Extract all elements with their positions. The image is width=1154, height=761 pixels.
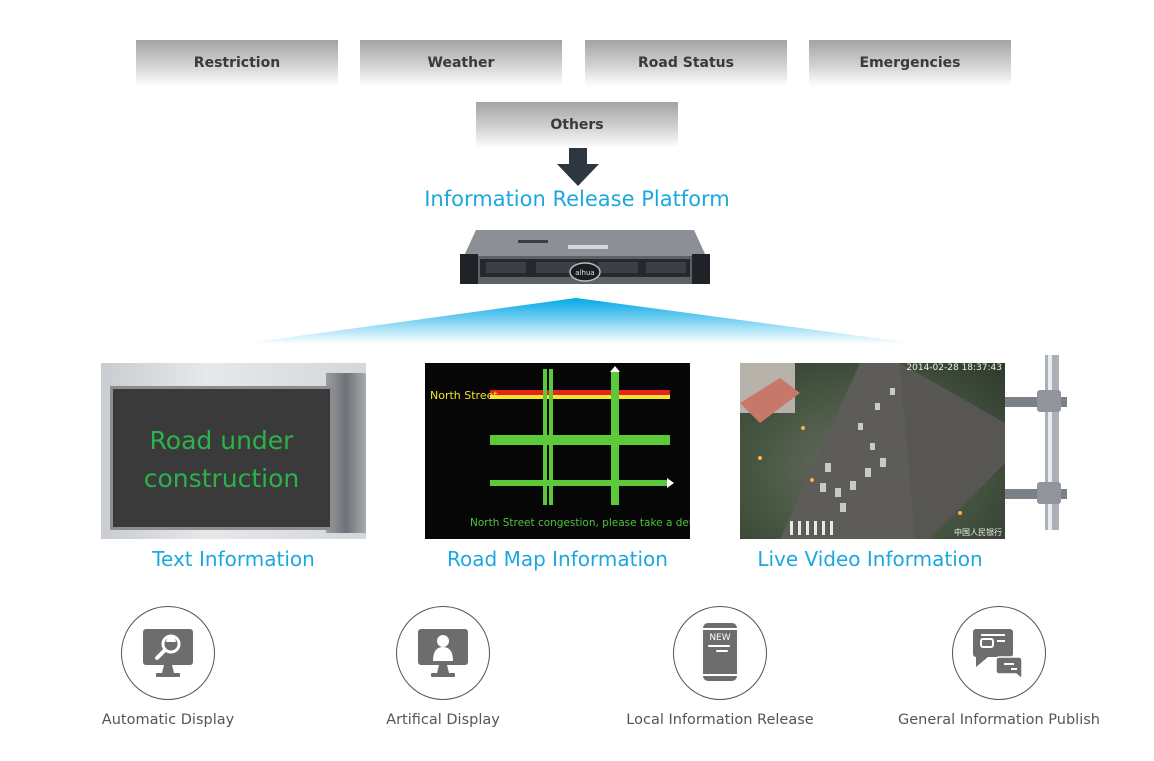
led-sign: Road under construction [110, 386, 333, 530]
source-emergencies: Emergencies [809, 40, 1011, 86]
feature-automatic-display: Automatic Display [38, 606, 298, 728]
feature-local-information-release: NEW Local Information Release [590, 606, 850, 728]
server-image: alhua [460, 230, 710, 284]
congestion-notice: North Street congestion, please take a d… [470, 517, 690, 529]
caption-text-information: Text Information [152, 547, 315, 571]
monitor-person-icon [418, 629, 468, 677]
text-info-image: Road under construction [101, 363, 366, 539]
new-badge: NEW [709, 633, 730, 643]
arrow-down-icon [557, 148, 599, 186]
caption-road-map-information: Road Map Information [447, 547, 668, 571]
phone-new-icon: NEW [703, 623, 737, 681]
road-slow [490, 395, 670, 399]
distribution-fan [240, 298, 920, 344]
feature-general-information-publish: General Information Publish [869, 606, 1129, 728]
icon-circle [396, 606, 490, 700]
chat-bubbles-icon [973, 629, 1023, 681]
video-timestamp: 2014-02-28 18:37:43 [906, 363, 1002, 373]
sign-line-1: Road under [149, 426, 294, 455]
icon-circle: NEW [673, 606, 767, 700]
live-video-image: 2014-02-28 18:37:43 中国人民银行 [740, 363, 1005, 539]
platform-title: Information Release Platform [424, 187, 730, 211]
feature-label: Automatic Display [101, 712, 235, 728]
source-road-status: Road Status [585, 40, 787, 86]
source-weather: Weather [360, 40, 562, 86]
road-clear-1 [490, 435, 670, 445]
street-label: North Street [430, 389, 498, 402]
icon-circle [952, 606, 1046, 700]
feature-label: Artifical Display [386, 712, 500, 728]
monitor-search-icon [143, 629, 193, 677]
caption-live-video-information: Live Video Information [757, 547, 983, 571]
feature-label: General Information Publish [898, 712, 1100, 728]
server-logo: alhua [575, 269, 594, 277]
icon-circle [121, 606, 215, 700]
sign-line-2: construction [143, 464, 300, 493]
feature-label: Local Information Release [626, 712, 814, 728]
source-others: Others [476, 102, 678, 148]
source-restriction: Restriction [136, 40, 338, 86]
road-map-image: North Street North Street congestion, pl… [425, 363, 690, 539]
video-watermark: 中国人民银行 [954, 528, 1002, 537]
road-clear-2 [490, 480, 667, 486]
feature-artifical-display: Artifical Display [313, 606, 573, 728]
camera-pole-image [1005, 355, 1067, 530]
road-congested [490, 390, 670, 395]
